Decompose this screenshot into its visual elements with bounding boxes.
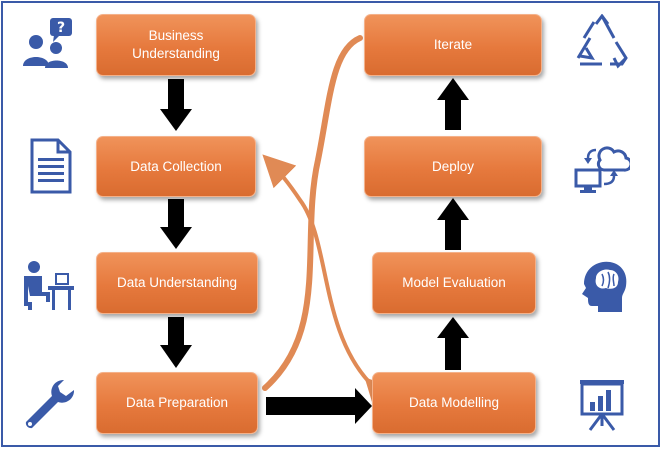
- step-model-evaluation-label: Model Evaluation: [402, 275, 506, 290]
- step-business-understanding[interactable]: Business Understanding: [96, 14, 256, 76]
- step-data-preparation[interactable]: Data Preparation: [96, 372, 258, 434]
- presentation-chart-icon: [574, 376, 630, 432]
- step-deploy[interactable]: Deploy: [364, 136, 542, 197]
- people-question-icon: ?: [20, 16, 76, 72]
- step-data-collection-label: Data Collection: [130, 158, 222, 174]
- step-data-understanding-label: Data Understanding: [116, 275, 238, 290]
- step-business-understanding-line1: Business: [148, 28, 204, 43]
- step-data-collection[interactable]: Data Collection: [96, 136, 256, 197]
- cloud-sync-icon: [574, 140, 630, 196]
- person-at-desk-icon: [20, 258, 76, 314]
- step-data-preparation-label: Data Preparation: [125, 395, 229, 410]
- step-data-modelling[interactable]: Data Modelling: [372, 372, 536, 434]
- step-deploy-label: Deploy: [431, 158, 475, 174]
- wrench-icon: [20, 376, 76, 432]
- step-business-understanding-line2: Understanding: [132, 46, 220, 61]
- step-iterate-label: Iterate: [433, 37, 473, 52]
- brain-head-icon: [574, 258, 630, 314]
- step-data-modelling-label: Data Modelling: [408, 395, 500, 410]
- step-model-evaluation[interactable]: Model Evaluation: [372, 252, 536, 314]
- step-iterate[interactable]: Iterate: [364, 14, 542, 76]
- step-data-understanding[interactable]: Data Understanding: [96, 252, 258, 314]
- svg-text:?: ?: [57, 20, 65, 36]
- recycle-icon: [574, 14, 630, 70]
- document-icon: [22, 138, 78, 194]
